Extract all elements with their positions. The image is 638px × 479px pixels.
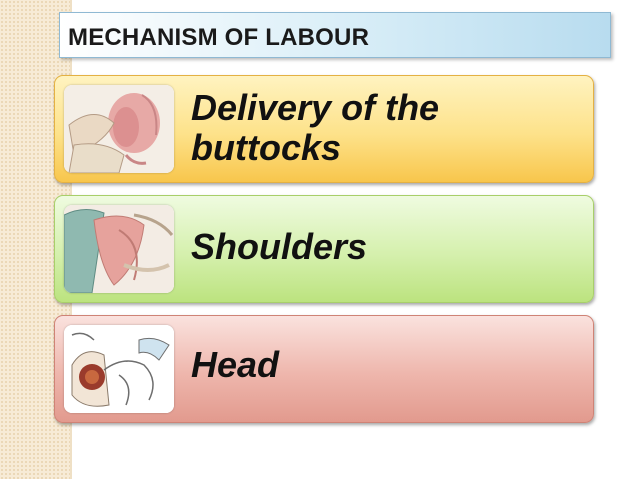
buttocks-delivery-illustration — [64, 85, 174, 173]
card-label-buttocks: Delivery of the buttocks — [191, 87, 440, 168]
card-label-head: Head — [191, 344, 280, 385]
card-shoulders: Shoulders — [54, 195, 594, 303]
card-label-shoulders: Shoulders — [191, 226, 368, 267]
head-delivery-illustration — [64, 325, 174, 413]
card-head: Head — [54, 315, 594, 423]
shoulders-delivery-illustration — [64, 205, 174, 293]
card-buttocks: Delivery of the buttocks — [54, 75, 594, 183]
slide-title: MECHANISM OF LABOUR — [68, 24, 370, 51]
title-bar: MECHANISM OF LABOUR — [59, 12, 611, 58]
